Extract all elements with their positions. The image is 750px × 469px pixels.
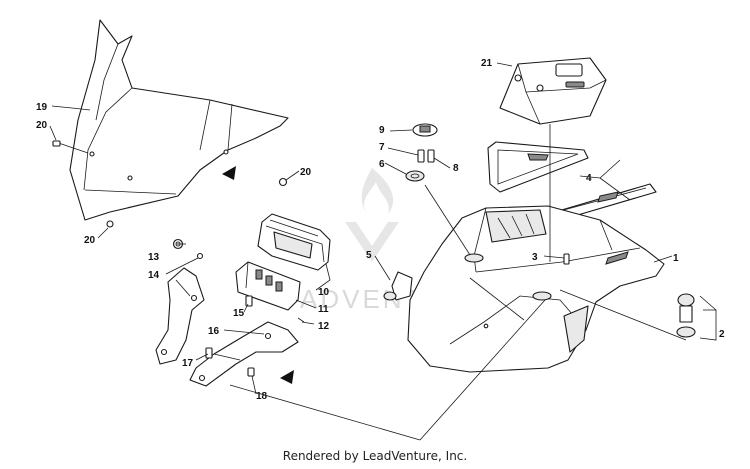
- screw-12: [297, 317, 305, 323]
- front-arrow-upper: [222, 166, 236, 180]
- gauge-housing: [257, 213, 331, 271]
- key-cap: [412, 123, 438, 137]
- gauge-bracket: [235, 261, 301, 311]
- screw-15: [245, 295, 253, 307]
- screw-17: [205, 347, 213, 359]
- callout-13: 13: [148, 252, 160, 263]
- support-bracket-center: [189, 321, 299, 387]
- switch-5: [383, 271, 413, 301]
- callout-4: 4: [586, 173, 592, 184]
- callout-3: 3: [532, 252, 538, 263]
- callout-20-left: 20: [36, 120, 48, 131]
- hood: [407, 205, 665, 373]
- callout-19: 19: [36, 102, 48, 113]
- ignition-keys: [417, 149, 435, 163]
- callout-12: 12: [318, 321, 330, 332]
- callout-14: 14: [148, 270, 160, 281]
- callout-1: 1: [673, 253, 679, 264]
- callout-6: 6: [379, 159, 385, 170]
- screw-18: [247, 367, 255, 377]
- windshield-screw-left: [52, 140, 89, 154]
- callout-10: 10: [318, 287, 330, 298]
- support-bracket-left: [155, 267, 205, 365]
- callout-20-right: 20: [300, 167, 312, 178]
- windshield-screw-bottom: [106, 220, 114, 228]
- callout-20-bottom: 20: [84, 235, 96, 246]
- callout-7: 7: [379, 142, 385, 153]
- callout-labels: 1 2 3 4 5 6 7 8 9 10 11 12 13 14 15 16 1…: [36, 58, 725, 402]
- callout-2: 2: [719, 329, 725, 340]
- callout-8: 8: [453, 163, 459, 174]
- reference-lines: [229, 124, 687, 441]
- front-arrow-lower: [280, 370, 294, 384]
- windshield: [69, 19, 289, 221]
- callout-9: 9: [379, 125, 385, 136]
- reflector-upper: [487, 141, 589, 193]
- callout-16: 16: [208, 326, 220, 337]
- plug-assembly-2: [676, 293, 696, 338]
- ignition-nut: [405, 170, 425, 182]
- callout-21: 21: [481, 58, 493, 69]
- washer-14: [196, 252, 204, 260]
- callout-18: 18: [256, 391, 268, 402]
- screw-3: [563, 253, 570, 265]
- callout-leaders: [49, 62, 717, 395]
- callout-11: 11: [318, 304, 329, 315]
- callout-15: 15: [233, 308, 245, 319]
- windshield-screw-right: [278, 177, 288, 187]
- callout-5: 5: [366, 250, 372, 261]
- callout-17: 17: [182, 358, 194, 369]
- storage-bag: [499, 57, 607, 125]
- footer-credit: Rendered by LeadVenture, Inc.: [282, 449, 468, 463]
